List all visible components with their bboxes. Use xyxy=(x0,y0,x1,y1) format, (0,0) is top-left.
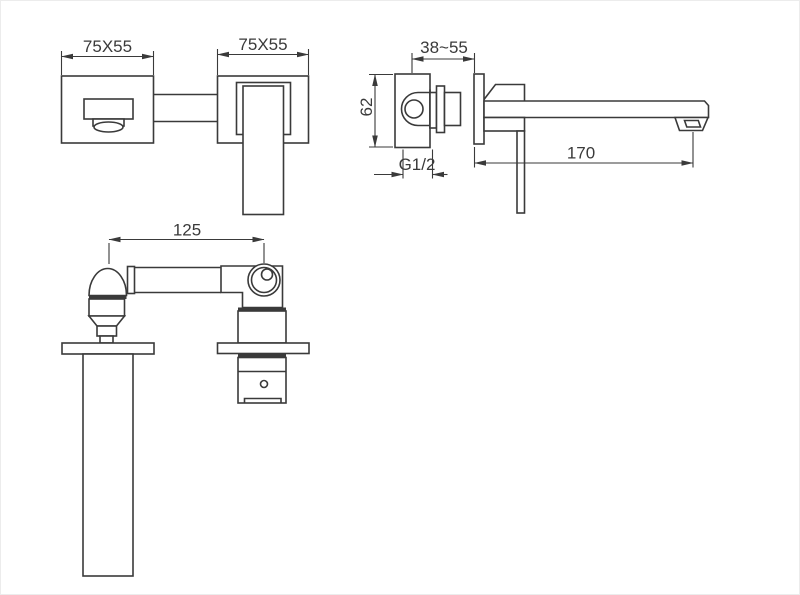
wall-plate-side xyxy=(473,73,485,145)
adapter-ring-1 xyxy=(429,91,438,129)
housing-bottom-slot xyxy=(243,397,282,403)
dim-label-left-plate: 75X55 xyxy=(83,37,132,56)
valve-lower-housing xyxy=(237,356,287,404)
dim-label-depth-range: 38~55 xyxy=(420,38,468,57)
dim-label-right-plate: 75X55 xyxy=(238,35,287,54)
elbow-dome xyxy=(88,267,128,297)
lever-rod-down xyxy=(516,130,526,214)
valve-neck xyxy=(237,310,287,344)
elbow-body xyxy=(88,298,126,317)
elbow-stem xyxy=(96,325,118,337)
adapter-ring-2 xyxy=(435,85,446,134)
elbow-seal-band xyxy=(89,295,127,299)
dimension-depth-range: 38~55 xyxy=(411,38,476,73)
handle-lever-front xyxy=(242,85,285,216)
dimension-center-distance: 125 xyxy=(108,221,265,264)
valve-seal-band-lower xyxy=(238,353,286,358)
dimension-valve-height: 62 xyxy=(357,73,393,148)
dimension-inlet-thread: G1/2 xyxy=(374,149,448,179)
left-mounting-flange xyxy=(61,342,155,355)
housing-screw-hole xyxy=(259,379,269,389)
dimension-left-plate: 75X55 xyxy=(60,37,155,75)
dim-label-spout-reach: 170 xyxy=(567,144,595,163)
cartridge-stem-circle xyxy=(404,99,424,119)
aerator xyxy=(673,116,710,132)
dimension-right-plate: 75X55 xyxy=(216,35,310,75)
rough-in-view: 125 xyxy=(61,221,310,577)
supply-tube xyxy=(82,353,134,577)
valve-seal-band-upper xyxy=(238,307,286,311)
dimension-spout-reach: 170 xyxy=(473,132,694,168)
front-view: 75X55 75X55 xyxy=(60,35,310,216)
cartridge-port-detail xyxy=(260,268,274,281)
pipe-collar xyxy=(126,265,136,295)
elbow-taper xyxy=(87,315,127,327)
dim-label-center-distance: 125 xyxy=(173,221,201,240)
spout-outlet-ellipse xyxy=(93,121,124,133)
side-view: 38~55 62 G1/2 170 xyxy=(357,38,710,214)
lever-top xyxy=(483,83,526,101)
dim-label-valve-height: 62 xyxy=(357,98,376,117)
adapter-sleeve xyxy=(443,91,462,127)
spout-side xyxy=(483,100,710,119)
spout-body-front xyxy=(83,98,134,120)
right-mounting-flange xyxy=(216,342,310,355)
elbow-stem-neck xyxy=(99,335,114,344)
aerator-inner-ring xyxy=(683,119,702,128)
mixer-body-under-spout xyxy=(483,116,526,132)
dim-label-inlet-thread: G1/2 xyxy=(399,155,436,174)
